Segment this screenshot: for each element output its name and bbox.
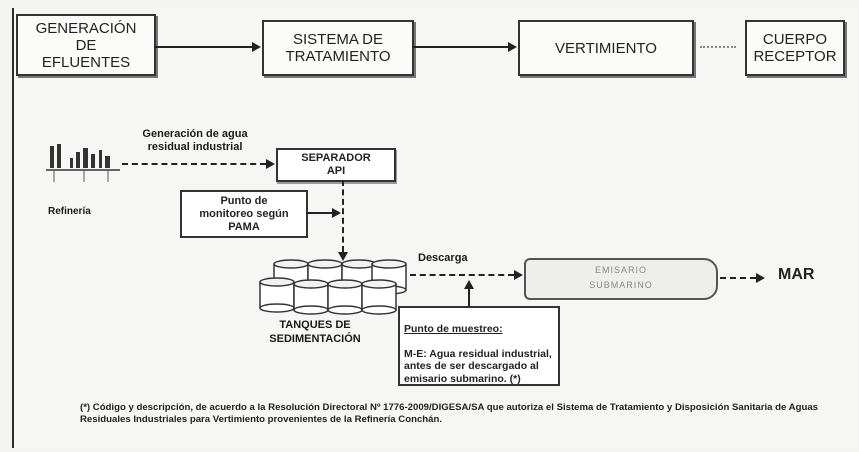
tanks-label: TANQUES DE SEDIMENTACIÓN	[269, 319, 361, 345]
stage-cuerpo-receptor: CUERPO RECEPTOR	[745, 20, 845, 76]
tanks-to-pipe-head	[514, 270, 523, 280]
stage-vertimiento: VERTIMIENTO	[518, 20, 694, 76]
footnote: (*) Código y descripción, de acuerdo a l…	[80, 402, 818, 425]
stage-arrow-1	[154, 46, 252, 48]
refinery-label: Refinería	[48, 206, 91, 217]
flow-label-generacion-agua: Generación de agua residual industrial	[142, 128, 248, 153]
sampling-arrow-line	[468, 288, 470, 306]
stage-arrow-2-head	[508, 42, 517, 52]
sedimentation-tanks-icon	[259, 259, 407, 315]
pipe-to-sea-line	[720, 277, 756, 279]
sampling-text: M-E: Agua residual industrial, antes de …	[404, 347, 552, 385]
pama-to-line-arrow	[306, 212, 332, 214]
pipe-text-2: SUBMARINO	[589, 280, 653, 290]
stage-arrow-1-head	[252, 42, 261, 52]
sampling-arrow-head	[464, 280, 474, 289]
submarine-outfall-pipe: EMISARIO SUBMARINO	[524, 258, 718, 300]
pama-to-line-head	[332, 208, 341, 218]
stage-arrow-2	[412, 46, 508, 48]
refinery-to-api-line	[122, 163, 266, 165]
pipe-text-1: EMISARIO	[594, 265, 647, 275]
tanks-to-pipe-line	[410, 274, 514, 276]
refinery-to-api-head	[266, 159, 275, 169]
sampling-title: Punto de muestreo:	[404, 322, 503, 335]
sea-label: MAR	[778, 266, 815, 283]
pama-monitoring-box: Punto de monitoreo según PAMA	[180, 190, 308, 238]
pipe-to-sea-head	[756, 273, 765, 283]
stage-sistema-tratamiento: SISTEMA DE TRATAMIENTO	[262, 20, 414, 76]
stage-connector-3	[700, 46, 736, 48]
stage-generacion-efluentes: GENERACIÓN DE EFLUENTES	[16, 14, 156, 76]
separador-api-box: SEPARADOR API	[276, 148, 396, 182]
api-to-tanks-head	[338, 252, 348, 261]
refinery-icon	[46, 144, 120, 182]
api-to-tanks-line	[342, 180, 344, 252]
discharge-label: Descarga	[418, 252, 468, 264]
sampling-point-box: Punto de muestreo: M-E: Agua residual in…	[398, 306, 560, 386]
